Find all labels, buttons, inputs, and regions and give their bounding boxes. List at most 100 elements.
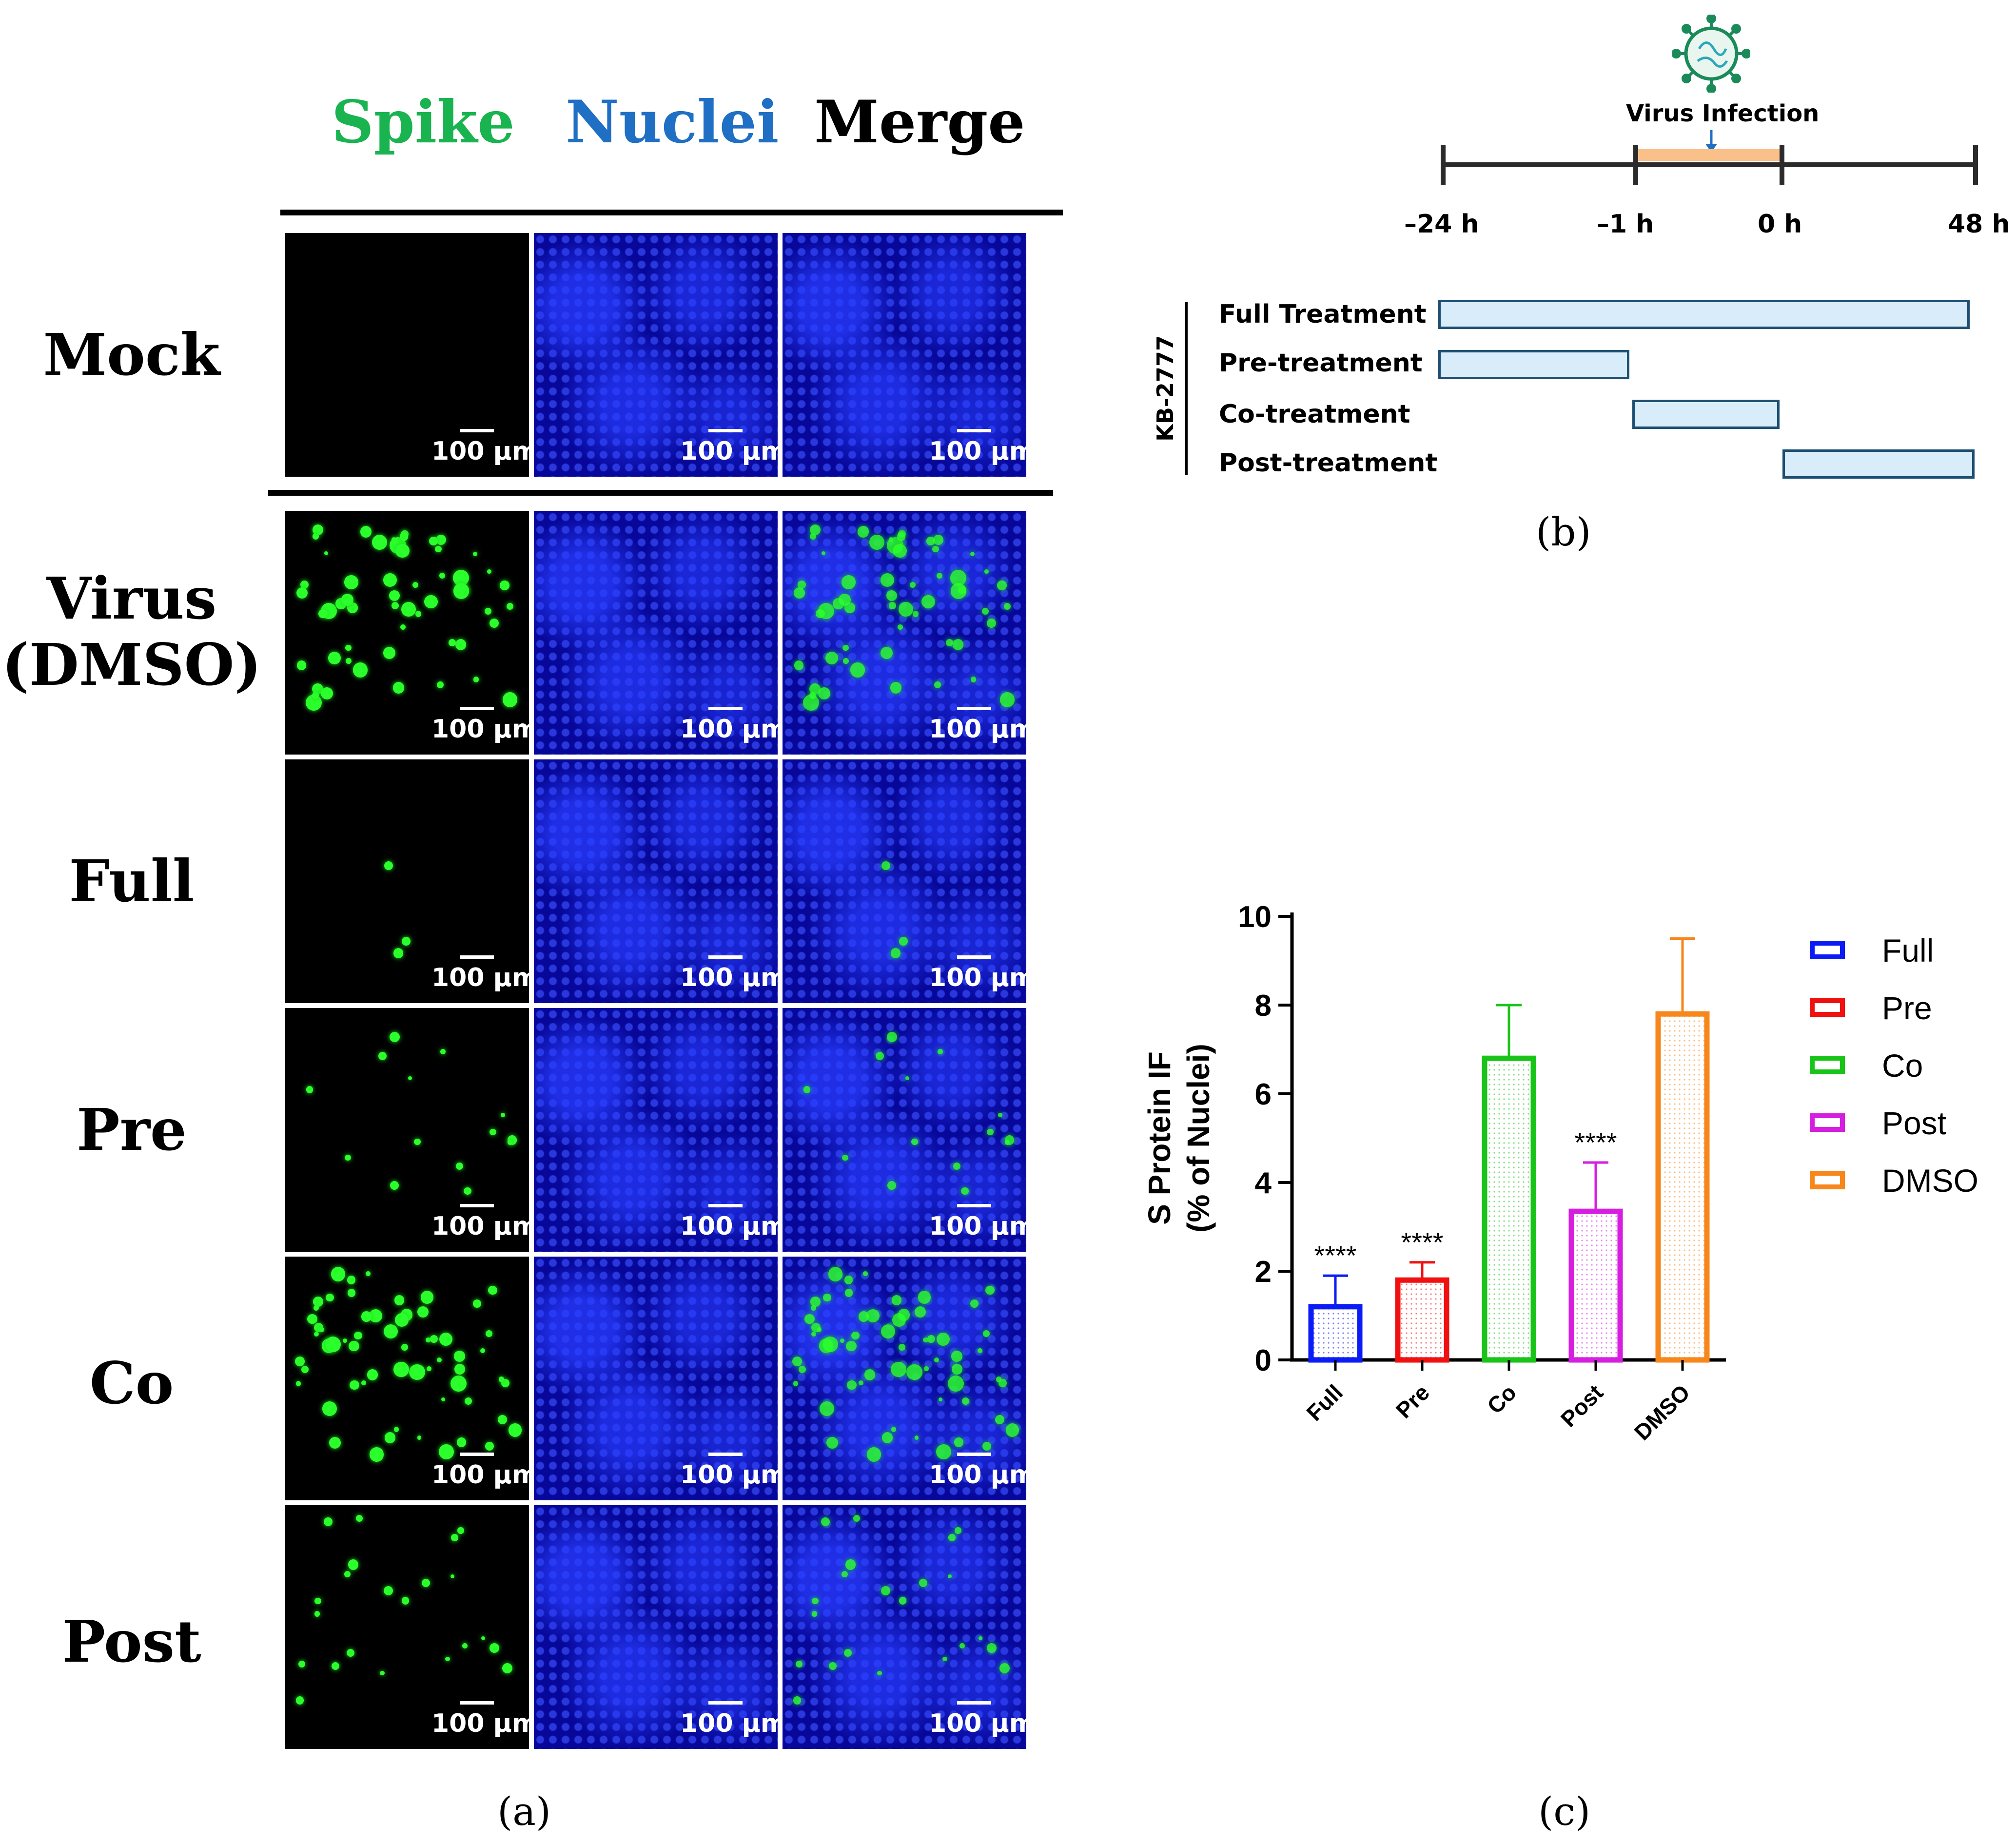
treatment-bracket bbox=[1185, 302, 1188, 475]
legend-swatch bbox=[1810, 998, 1845, 1017]
spike-signal bbox=[417, 1306, 429, 1318]
scale-bar-label: 100 µm bbox=[431, 963, 529, 992]
spike-signal bbox=[979, 1636, 983, 1640]
spike-signal bbox=[489, 1128, 496, 1136]
spike-signal bbox=[844, 1276, 853, 1284]
spike-signal bbox=[914, 1306, 926, 1318]
x-tick-label: Pre bbox=[1391, 1379, 1434, 1423]
scale-bar bbox=[460, 429, 494, 432]
spike-signal bbox=[312, 692, 319, 699]
spike-signal bbox=[498, 1377, 505, 1383]
spike-signal bbox=[393, 948, 404, 958]
spike-signal bbox=[361, 1380, 366, 1385]
treatment-co-label: Co-treatment bbox=[1219, 400, 1410, 429]
legend-label: Pre bbox=[1882, 990, 1932, 1026]
spike-signal bbox=[384, 1586, 393, 1595]
spike-signal bbox=[887, 1181, 897, 1190]
treatment-pre-bar bbox=[1438, 350, 1629, 379]
row-label-post: Post bbox=[62, 1608, 201, 1675]
spike-signal bbox=[970, 677, 977, 683]
spike-signal bbox=[826, 1436, 839, 1449]
spike-signal bbox=[897, 532, 906, 541]
legend-label: Post bbox=[1882, 1105, 1947, 1141]
spike-signal bbox=[399, 532, 409, 541]
spike-signal bbox=[797, 580, 806, 589]
scale-bar-label: 100 µm bbox=[431, 715, 529, 744]
spike-signal bbox=[1005, 1423, 1019, 1437]
row-label-virus: Virus (DMSO) bbox=[1, 564, 262, 698]
spike-signal bbox=[793, 1696, 802, 1705]
spike-signal bbox=[866, 1447, 881, 1462]
spike-signal bbox=[313, 1305, 319, 1311]
scale-bar-label: 100 µm bbox=[929, 963, 1026, 992]
spike-signal bbox=[456, 1163, 464, 1170]
spike-signal bbox=[912, 611, 919, 617]
spike-signal bbox=[853, 1515, 861, 1522]
spike-signal bbox=[838, 593, 851, 606]
spike-signal bbox=[857, 526, 869, 538]
spike-signal bbox=[982, 607, 989, 615]
spike-signal bbox=[454, 1351, 465, 1362]
spike-signal bbox=[809, 683, 821, 695]
spike-signal bbox=[331, 1662, 339, 1670]
spike-signal bbox=[952, 639, 964, 650]
y-tick-label: 6 bbox=[1255, 1078, 1272, 1111]
scale-bar bbox=[957, 955, 991, 959]
spike-signal bbox=[933, 535, 944, 545]
spike-signal bbox=[850, 662, 865, 678]
spike-signal bbox=[344, 1571, 351, 1577]
spike-signal bbox=[324, 551, 329, 555]
spike-signal bbox=[454, 1364, 465, 1375]
scale-bar-label: 100 µm bbox=[431, 1709, 529, 1738]
spike-signal bbox=[409, 1364, 425, 1380]
scale-bar bbox=[957, 1701, 991, 1705]
spike-signal bbox=[934, 1357, 939, 1363]
spike-signal bbox=[890, 948, 901, 958]
micrograph-spike: 100 µm bbox=[285, 511, 529, 755]
spike-signal bbox=[970, 552, 975, 557]
row-label-co: Co bbox=[89, 1349, 174, 1417]
spike-signal bbox=[881, 861, 890, 870]
spike-signal bbox=[947, 1375, 964, 1392]
scale-bar bbox=[708, 1453, 743, 1456]
scale-bar bbox=[957, 429, 991, 432]
spike-signal bbox=[485, 1442, 494, 1451]
spike-signal bbox=[417, 1435, 422, 1440]
spike-signal bbox=[891, 1426, 897, 1432]
timeline-axis bbox=[1441, 145, 1978, 185]
scale-bar bbox=[708, 1204, 743, 1207]
spike-signal bbox=[985, 1285, 995, 1295]
tick-0: 0 h bbox=[1758, 210, 1802, 239]
spike-signal bbox=[842, 1155, 848, 1161]
spike-signal bbox=[818, 687, 831, 699]
bar bbox=[1482, 1055, 1536, 1363]
scale-bar bbox=[708, 955, 743, 959]
spike-signal bbox=[899, 937, 908, 946]
significance-label: **** bbox=[1314, 1240, 1356, 1271]
virus-infection-label: Virus Infection bbox=[1626, 100, 1820, 127]
micrograph-nuclei: 100 µm bbox=[534, 233, 778, 477]
bar bbox=[1308, 1304, 1363, 1363]
legend-swatch bbox=[1810, 941, 1845, 959]
spike-signal bbox=[809, 692, 817, 699]
spike-signal bbox=[485, 1330, 493, 1338]
treatment-full-label: Full Treatment bbox=[1219, 300, 1427, 329]
x-tick-label: Full bbox=[1301, 1379, 1348, 1426]
spike-signal bbox=[440, 1049, 446, 1054]
spike-signal bbox=[480, 1348, 486, 1353]
spike-signal bbox=[394, 1295, 405, 1306]
spike-signal bbox=[918, 1291, 931, 1304]
spike-signal bbox=[441, 1397, 446, 1402]
spike-signal bbox=[798, 1365, 806, 1374]
scale-bar-label: 100 µm bbox=[680, 715, 778, 744]
spike-signal bbox=[341, 593, 354, 606]
spike-signal bbox=[314, 1332, 319, 1337]
spike-signal bbox=[429, 536, 438, 546]
spike-signal bbox=[809, 524, 821, 535]
spike-signal bbox=[462, 1643, 468, 1649]
spike-signal bbox=[473, 1299, 482, 1308]
spike-signal bbox=[893, 543, 907, 558]
spike-signal bbox=[295, 1696, 304, 1705]
spike-signal bbox=[899, 1344, 906, 1351]
